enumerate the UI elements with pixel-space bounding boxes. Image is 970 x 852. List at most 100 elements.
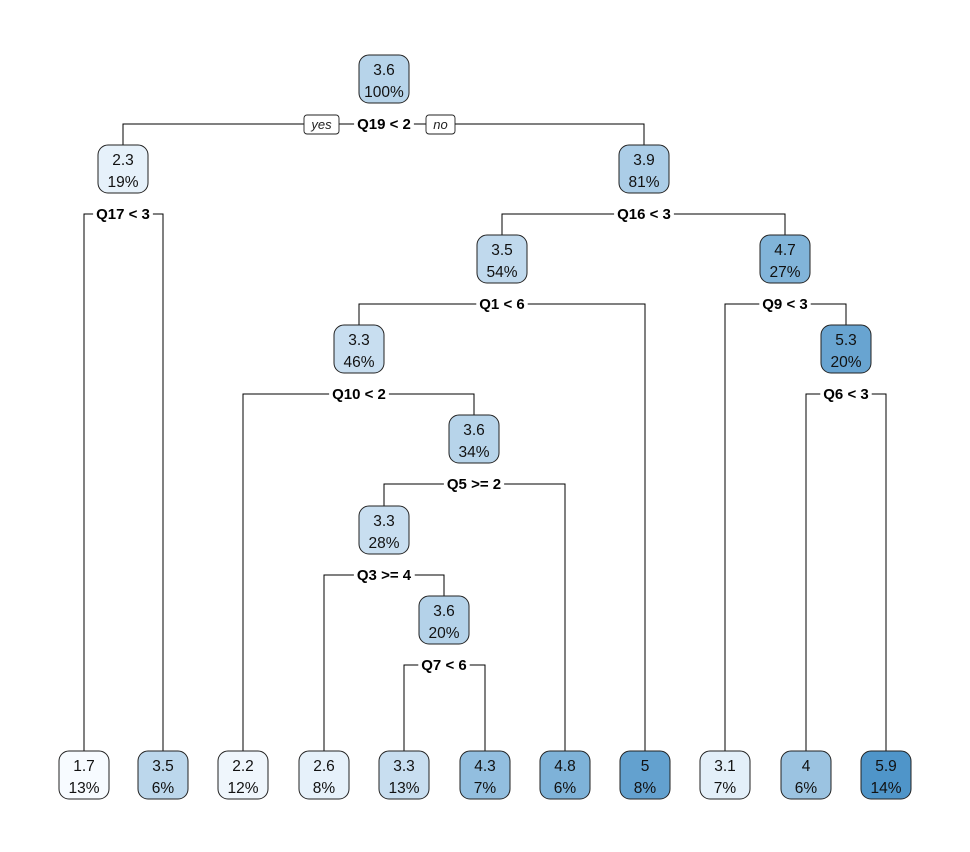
split-label-n15: Q6 < 3 [820, 385, 872, 404]
edge-n101-l6 [444, 664, 486, 751]
split-text: Q16 < 3 [617, 206, 671, 223]
node-percent: 6% [795, 780, 818, 797]
split-label-bg [329, 385, 389, 404]
split-label-n2: Q17 < 3 [93, 205, 153, 224]
node-value: 3.5 [491, 242, 513, 259]
node-percent: 7% [474, 780, 497, 797]
edge-n2-l2 [123, 213, 164, 751]
split-label-bg [759, 295, 811, 314]
split-text: Q7 < 6 [421, 657, 466, 674]
node-box [459, 750, 511, 800]
edge-n3-n7 [644, 213, 786, 235]
node-percent: 34% [458, 444, 489, 461]
node-n12: 3.346% [333, 324, 385, 374]
node-percent: 6% [554, 780, 577, 797]
node-percent: 27% [769, 264, 800, 281]
split-label-n6: Q1 < 6 [476, 295, 528, 314]
node-box [539, 750, 591, 800]
node-box [476, 234, 528, 284]
node-value: 3.6 [433, 603, 455, 620]
node-percent: 7% [714, 780, 737, 797]
edge-n15-l11 [846, 393, 887, 751]
node-percent: 46% [343, 354, 374, 371]
node-percent: 100% [364, 84, 404, 101]
edge-n50-l4 [323, 574, 384, 751]
leaf-l9: 3.17% [699, 750, 751, 800]
split-text: Q19 < 2 [357, 116, 411, 133]
node-box [137, 750, 189, 800]
node-percent: 81% [628, 174, 659, 191]
node-value: 2.2 [232, 758, 254, 775]
node-box [418, 595, 470, 645]
node-value: 3.5 [152, 758, 174, 775]
node-percent: 8% [313, 780, 336, 797]
node-box [217, 750, 269, 800]
no-label: no [425, 114, 456, 135]
node-box [378, 750, 430, 800]
split-labels: Q19 < 2 Q17 < 3 Q16 < 3 Q1 < 6 Q9 < 3 Q10 < 2… [93, 115, 872, 675]
edge-n15-l10 [805, 393, 846, 751]
node-value: 3.1 [714, 758, 736, 775]
edge-n7-l9 [724, 303, 785, 751]
split-label-n25: Q5 >= 2 [443, 475, 505, 494]
yes-no-labels: yes no [303, 114, 456, 135]
split-label-bg [418, 656, 470, 675]
leaf-l4: 2.68% [298, 750, 350, 800]
node-value: 3.3 [373, 513, 395, 530]
node-value: 3.6 [373, 62, 395, 79]
node-value: 2.6 [313, 758, 335, 775]
split-label-n50: Q3 >= 4 [353, 566, 415, 585]
split-label-bg [820, 385, 872, 404]
node-box [298, 750, 350, 800]
edge-n3-n6 [501, 213, 644, 235]
leaf-l7: 4.86% [539, 750, 591, 800]
node-n3: 3.981% [618, 144, 670, 194]
node-value: 3.3 [348, 332, 370, 349]
node-percent: 13% [388, 780, 419, 797]
node-box [820, 324, 872, 374]
node-percent: 6% [152, 780, 175, 797]
node-box [448, 414, 500, 464]
leaf-l11: 5.914% [860, 750, 912, 800]
node-value: 5.9 [875, 758, 897, 775]
edge-n6-l8 [502, 303, 646, 751]
node-box [618, 144, 670, 194]
edge-n25-l7 [474, 483, 566, 751]
node-percent: 19% [107, 174, 138, 191]
leaf-l8: 58% [619, 750, 671, 800]
node-percent: 8% [634, 780, 657, 797]
edge-n12-l3 [242, 393, 359, 751]
split-label-n12: Q10 < 2 [329, 385, 389, 404]
node-box [333, 324, 385, 374]
node-n6: 3.554% [476, 234, 528, 284]
split-label-bg [93, 205, 153, 224]
split-label-bg [476, 295, 528, 314]
node-value: 1.7 [73, 758, 95, 775]
tree-nodes: 3.6100%2.319%3.981%3.554%4.727%3.346%5.3… [58, 54, 912, 800]
node-percent: 20% [428, 625, 459, 642]
svg-text:yes: yes [310, 117, 332, 132]
node-n2: 2.319% [97, 144, 149, 194]
edge-n1-n3 [384, 123, 645, 145]
leaf-l6: 4.37% [459, 750, 511, 800]
node-value: 5.3 [835, 332, 857, 349]
split-text: Q1 < 6 [479, 296, 524, 313]
node-value: 3.6 [463, 422, 485, 439]
split-label-n101: Q7 < 6 [418, 656, 470, 675]
node-box [619, 750, 671, 800]
split-label-n3: Q16 < 3 [614, 205, 674, 224]
node-box [358, 505, 410, 555]
node-percent: 13% [68, 780, 99, 797]
node-value: 4.8 [554, 758, 576, 775]
edge-n12-n25 [359, 393, 475, 415]
edge-n101-l5 [403, 664, 444, 751]
split-text: Q6 < 3 [823, 386, 868, 403]
split-text: Q3 >= 4 [357, 567, 412, 584]
split-label-n1: Q19 < 2 [354, 115, 414, 134]
node-box [358, 54, 410, 104]
split-label-bg [353, 566, 415, 585]
node-percent: 54% [486, 264, 517, 281]
split-text: Q9 < 3 [762, 296, 807, 313]
split-label-bg [443, 475, 505, 494]
